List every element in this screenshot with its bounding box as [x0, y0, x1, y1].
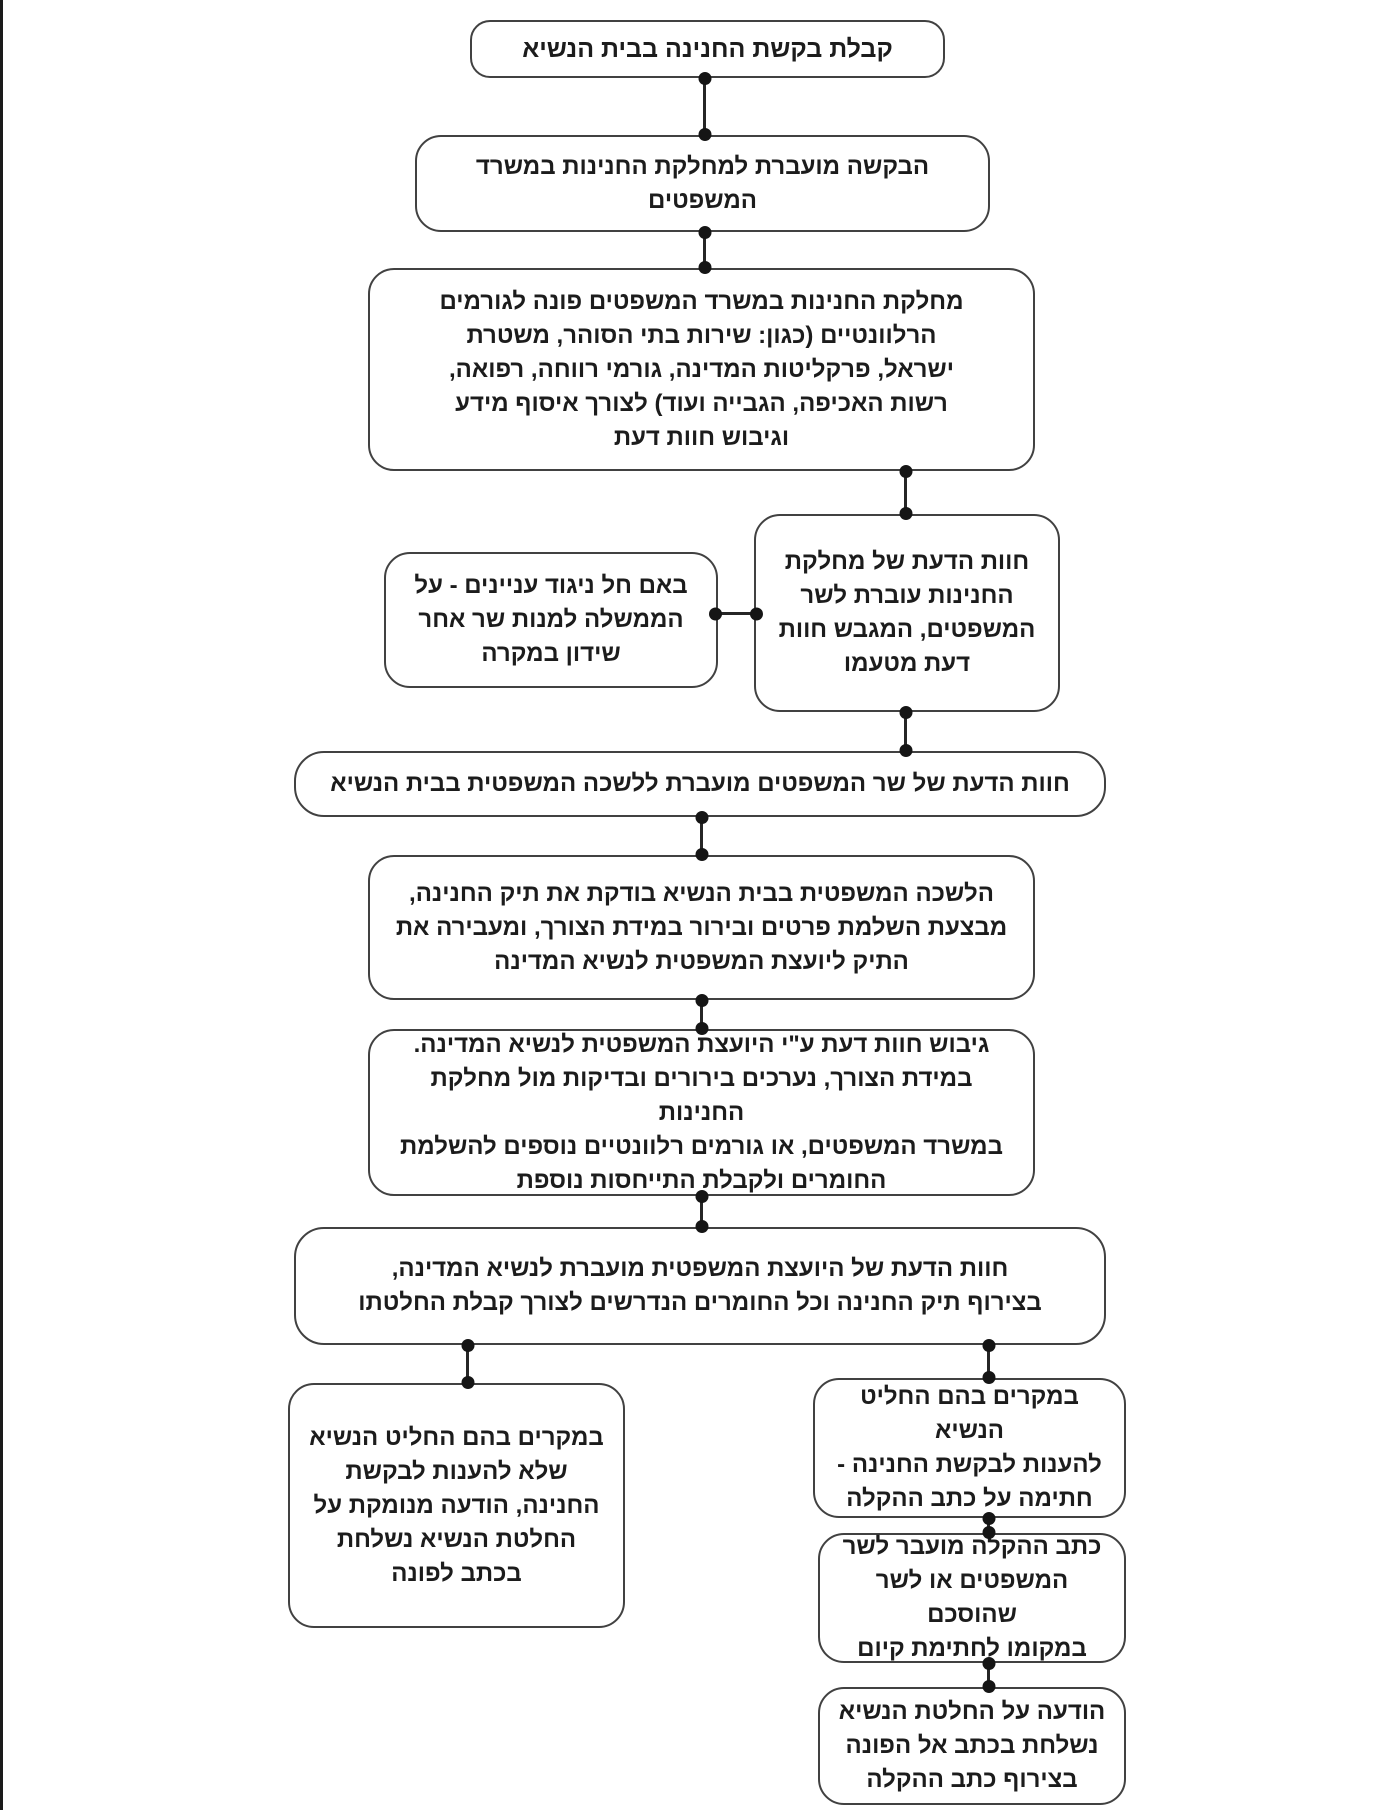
flow-node-dept-outreach: מחלקת החנינות במשרד המשפטים פונה לגורמים…	[368, 268, 1035, 471]
flow-node-bureau-review: הלשכה המשפטית בבית הנשיא בודקת את תיק הח…	[368, 855, 1035, 1000]
flow-node-request-rejected: במקרים בהם החליט הנשיא שלא להענות לבקשת …	[288, 1383, 625, 1628]
connector-start-to-dept	[703, 78, 706, 135]
flow-node-notify-applicant: הודעה על החלטת הנשיא נשלחת בכתב אל הפונה…	[818, 1687, 1126, 1805]
connector-review-to-counsel	[700, 1000, 703, 1029]
connector-granted-to-countersignature	[987, 1518, 990, 1533]
connector-president-to-rejected	[466, 1345, 469, 1383]
flow-node-start: קבלת בקשת החנינה בבית הנשיא	[470, 20, 945, 78]
flow-node-opinion-to-president: חוות הדעת של היועצת המשפטית מועברת לנשיא…	[294, 1227, 1106, 1345]
connector-president-to-granted	[987, 1345, 990, 1378]
flow-node-conflict-of-interest: באם חל ניגוד עניינים - על הממשלה למנות ש…	[384, 552, 718, 688]
page-left-edge-line	[0, 0, 3, 1810]
flow-node-countersignature: כתב ההקלה מועבר לשר המשפטים או לשר שהוסכ…	[818, 1533, 1126, 1663]
connector-conflict-to-minister	[716, 612, 756, 615]
connector-bureau-to-review	[700, 817, 703, 855]
flow-node-opinion-to-minister: חוות הדעת של מחלקת החנינות עוברת לשר המש…	[754, 514, 1060, 712]
connector-countersignature-to-notify	[987, 1663, 990, 1687]
connector-outreach-to-minister	[904, 471, 907, 514]
connector-dept-to-outreach	[703, 232, 706, 268]
connector-minister-to-bureau	[904, 712, 907, 751]
flow-node-minister-opinion-to-bureau: חוות הדעת של שר המשפטים מועברת ללשכה המש…	[294, 751, 1106, 817]
connector-counsel-to-president	[700, 1196, 703, 1227]
flow-node-to-pardons-dept: הבקשה מועברת למחלקת החנינות במשרד המשפטי…	[415, 135, 990, 232]
flow-node-request-granted: במקרים בהם החליט הנשיא להענות לבקשת החני…	[813, 1378, 1126, 1518]
flow-node-counsel-opinion: גיבוש חוות דעת ע"י היועצת המשפטית לנשיא …	[368, 1029, 1035, 1196]
